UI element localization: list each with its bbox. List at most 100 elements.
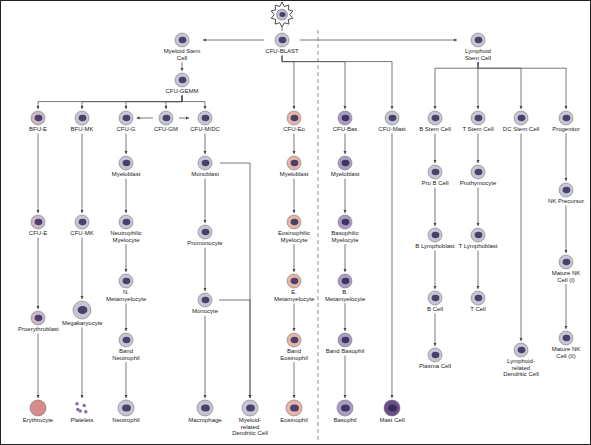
cell-nucleus bbox=[341, 404, 350, 411]
lineage-arrow bbox=[344, 134, 345, 154]
cell-icon bbox=[513, 342, 529, 358]
cell-nucleus bbox=[475, 37, 483, 43]
cell-body bbox=[559, 111, 573, 125]
cell-nucleus bbox=[202, 297, 210, 303]
cell-label: BFU-E bbox=[29, 126, 47, 133]
cell-label: Band Eosinophil bbox=[274, 348, 314, 361]
cell-label: Mast Cell bbox=[379, 417, 404, 424]
lineage-arrow bbox=[204, 316, 205, 398]
platelet-dot bbox=[84, 410, 88, 414]
lineage-arrow bbox=[565, 206, 566, 253]
cell-node: Basophil bbox=[332, 398, 357, 425]
cell-body bbox=[471, 111, 485, 125]
cell-icon bbox=[30, 110, 46, 126]
cell-nucleus bbox=[342, 160, 350, 166]
cell-body bbox=[338, 215, 352, 229]
cell-icon bbox=[383, 399, 401, 417]
cell-node: Promonocyte bbox=[186, 223, 223, 248]
lineage-arrow bbox=[344, 356, 345, 398]
cell-icon bbox=[336, 399, 354, 417]
cell-label: CFU-GEMM bbox=[166, 88, 199, 95]
cell-body bbox=[471, 291, 485, 305]
cell-nucleus bbox=[78, 306, 88, 314]
cell-body bbox=[471, 228, 485, 242]
starburst bbox=[271, 2, 293, 27]
cell-body bbox=[31, 111, 45, 125]
lineage-arrow bbox=[478, 188, 479, 226]
cell-icon bbox=[117, 399, 135, 417]
cell-node: NK Precursor bbox=[547, 181, 585, 206]
cell-icon bbox=[196, 399, 214, 417]
lineage-arrow bbox=[126, 179, 127, 213]
cell-node: Eosinophil bbox=[279, 398, 309, 425]
cell-icon bbox=[427, 227, 443, 243]
cell-label: Lymphoid-related Dendritic Cell bbox=[501, 358, 541, 378]
cell-body bbox=[514, 111, 528, 125]
lineage-arrow bbox=[434, 314, 435, 346]
cell-icon bbox=[72, 300, 92, 320]
cell-icon bbox=[73, 399, 91, 417]
cell-node: BFU-MK bbox=[70, 109, 95, 134]
cell-nucleus bbox=[563, 115, 571, 121]
cell-icon bbox=[158, 110, 174, 126]
cell-body bbox=[75, 111, 89, 125]
cell-node: Lymphoid-related Dendritic Cell bbox=[500, 341, 542, 379]
cell-nucleus bbox=[291, 278, 299, 284]
cell-node: Megakaryocyte bbox=[61, 299, 103, 328]
cell-icon bbox=[427, 110, 443, 126]
cell-label: Mature NK Cell (II) bbox=[546, 346, 586, 359]
cell-nucleus bbox=[518, 347, 526, 353]
cell-body bbox=[559, 331, 573, 345]
cell-body bbox=[337, 400, 353, 416]
cell-nucleus bbox=[179, 77, 187, 83]
cell-nucleus bbox=[202, 229, 210, 235]
cell-node: N. Metamyelocyte bbox=[105, 272, 147, 303]
cell-label: Band Basophil bbox=[326, 348, 365, 355]
cell-icon bbox=[286, 155, 302, 171]
lineage-arrow bbox=[137, 118, 154, 119]
cell-body bbox=[175, 73, 189, 87]
cell-icon bbox=[286, 332, 302, 348]
cell-nucleus bbox=[246, 404, 255, 411]
lineage-arrow bbox=[38, 334, 39, 398]
cell-nucleus bbox=[432, 352, 440, 358]
stem-link-line bbox=[282, 27, 283, 31]
cell-nucleus bbox=[475, 295, 483, 301]
cell-body bbox=[287, 274, 301, 288]
cell-body bbox=[275, 33, 289, 47]
cell-body bbox=[287, 156, 301, 170]
cell-icon bbox=[241, 399, 259, 417]
cell-node: Basophilic Myelocyte bbox=[324, 213, 366, 244]
cell-node: Band Eosinophil bbox=[273, 331, 315, 362]
cell-nucleus bbox=[432, 169, 440, 175]
lineage-arrow bbox=[204, 179, 205, 223]
cell-body bbox=[198, 225, 212, 239]
cell-icon bbox=[513, 110, 529, 126]
lineage-arrow bbox=[182, 96, 205, 109]
cell-label: Macrophage bbox=[188, 417, 221, 424]
cell-icon bbox=[337, 155, 353, 171]
cell-nucleus bbox=[518, 115, 526, 121]
cell-body bbox=[31, 311, 45, 325]
cell-icon bbox=[30, 214, 46, 230]
cell-body bbox=[559, 183, 573, 197]
cell-body bbox=[31, 215, 45, 229]
cell-node: Mast Cell bbox=[378, 398, 405, 425]
cell-icon bbox=[197, 155, 213, 171]
cell-label: Basophil bbox=[333, 417, 356, 424]
cell-label: Pro B Cell bbox=[421, 180, 448, 187]
cell-nucleus bbox=[342, 337, 350, 343]
cell-label: BFU-MK bbox=[71, 126, 94, 133]
cell-icon bbox=[384, 110, 400, 126]
cell-label: Eosinophilic Myelocyte bbox=[274, 230, 314, 243]
cell-nucleus bbox=[35, 219, 43, 225]
cell-icon bbox=[118, 214, 134, 230]
cell-body bbox=[428, 228, 442, 242]
cell-nucleus bbox=[179, 37, 187, 43]
cell-label: Band Neutrophil bbox=[106, 348, 146, 361]
cell-node: Myeloblast bbox=[330, 154, 361, 179]
cell-node: Band Basophil bbox=[325, 331, 366, 356]
cell-body bbox=[119, 274, 133, 288]
cell-label: Platelets bbox=[70, 417, 93, 424]
cell-node: B Cell bbox=[426, 289, 444, 314]
